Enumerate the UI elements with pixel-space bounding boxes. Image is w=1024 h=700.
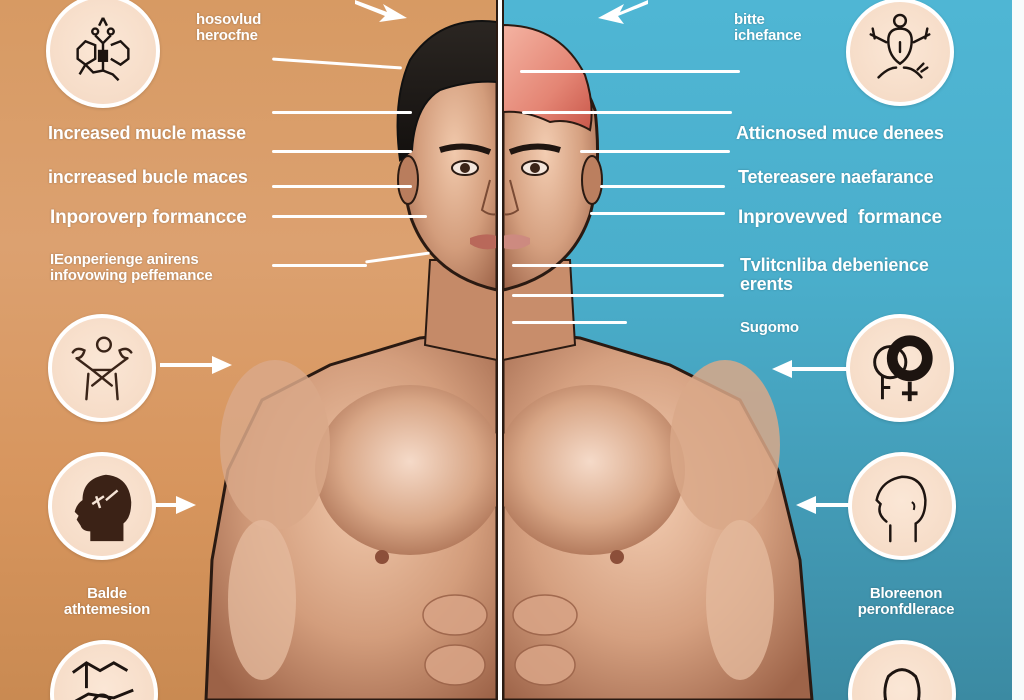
left-label-4: IEonperienge anirens infovowing peffeman… bbox=[50, 251, 213, 284]
left-leader-line-4 bbox=[272, 185, 412, 188]
left-arrow-right-1-icon bbox=[160, 356, 232, 374]
right-icon-gender bbox=[846, 314, 954, 422]
left-label-1: Increased mucle masse bbox=[48, 123, 246, 143]
right-arrow-left-2-icon bbox=[796, 496, 850, 514]
gender-symbols-icon bbox=[873, 335, 933, 402]
right-icon-head-stress bbox=[846, 0, 954, 106]
left-label-2: incrreased bucle maces bbox=[48, 167, 248, 187]
left-bottom-label: Balde athtemesion bbox=[63, 585, 151, 618]
head-stress-icon bbox=[869, 13, 931, 79]
right-leader-line-4 bbox=[600, 185, 725, 188]
center-divider-line bbox=[496, 0, 504, 700]
left-leader-line-5 bbox=[272, 215, 427, 218]
head-profile-marked-icon bbox=[74, 474, 132, 542]
right-leader-line-7 bbox=[512, 294, 724, 297]
right-bottom-label: Bloreenon peronfdlerace bbox=[857, 585, 955, 618]
right-leader-line-6 bbox=[512, 264, 724, 267]
top-right-arrow-icon bbox=[598, 0, 648, 24]
right-label-1: Atticnosed muce denees bbox=[736, 123, 944, 143]
right-leader-line-3 bbox=[580, 150, 730, 153]
molecule-structure-icon bbox=[76, 17, 130, 82]
left-top-label: hosovlud herocfne bbox=[196, 11, 262, 44]
head-outline-icon bbox=[883, 668, 921, 700]
right-leader-line-8 bbox=[512, 321, 627, 324]
left-arrow-right-2-icon bbox=[152, 496, 196, 514]
flexing-bodybuilder-icon bbox=[71, 336, 133, 401]
left-leader-line-3 bbox=[272, 150, 412, 153]
right-label-2: Tetereasere naefarance bbox=[738, 167, 934, 187]
right-leader-line-5 bbox=[590, 212, 725, 215]
right-label-4: Tvlitcnliba debenience erents bbox=[740, 255, 929, 294]
left-leader-line-2 bbox=[272, 111, 412, 114]
right-edge-strip bbox=[1012, 0, 1024, 700]
left-leader-line-6 bbox=[272, 264, 367, 267]
right-top-label: bitte ichefance bbox=[734, 11, 802, 44]
right-icon-head-profile bbox=[848, 452, 956, 560]
top-left-arrow-icon bbox=[355, 0, 407, 22]
right-label-3: Inprovevved formance bbox=[738, 207, 942, 228]
left-label-3: Inporoverp formancce bbox=[50, 207, 247, 228]
left-icon-head-marked bbox=[48, 452, 156, 560]
right-leader-line-1 bbox=[520, 70, 740, 73]
left-icon-bodybuilder bbox=[48, 314, 156, 422]
left-icon-molecule bbox=[46, 0, 160, 108]
right-leader-line-2 bbox=[522, 111, 732, 114]
right-arrow-left-1-icon bbox=[772, 360, 848, 378]
right-mid-label: Sugomo bbox=[740, 319, 799, 336]
molecule-hexagon-icon bbox=[71, 661, 134, 700]
head-profile-icon bbox=[875, 475, 927, 543]
